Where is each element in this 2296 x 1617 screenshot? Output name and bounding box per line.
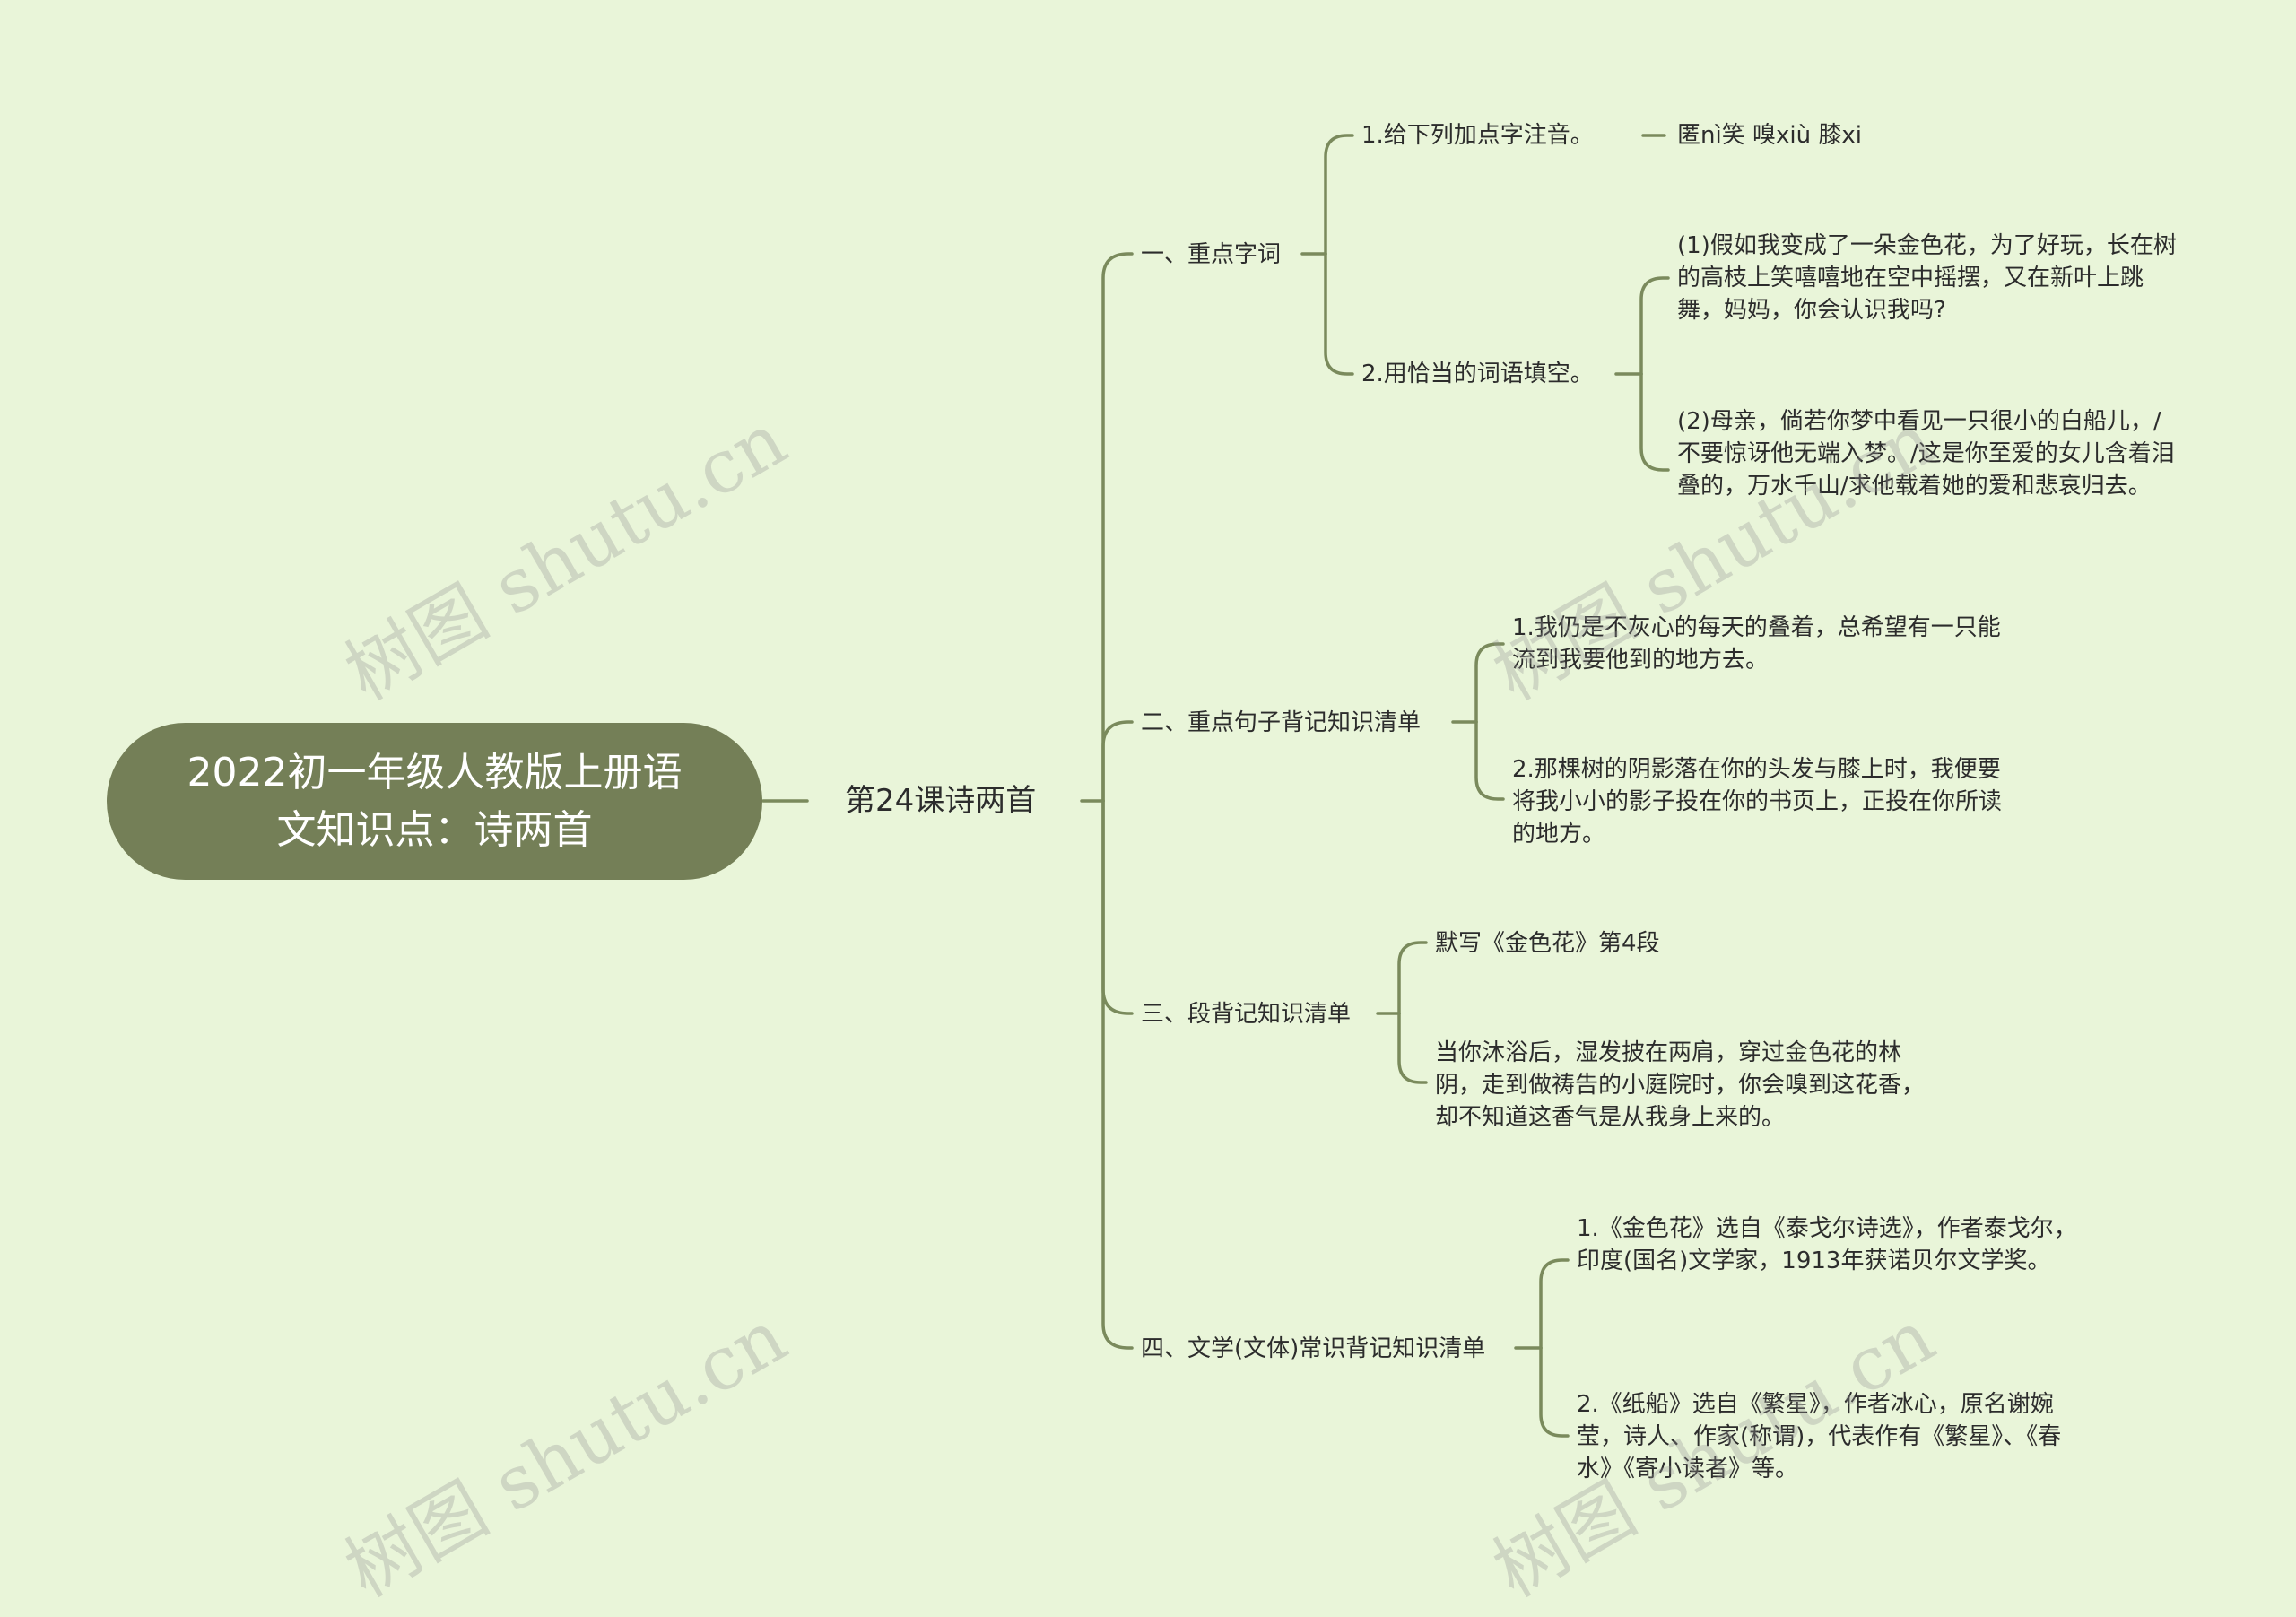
root-title: 2022初一年级人教版上册语文知识点：诗两首 <box>187 749 683 853</box>
section-4-node[interactable]: 四、文学(文体)常识背记知识清单 <box>1141 1335 1486 1362</box>
link-s3-b <box>1397 1012 1428 1084</box>
link-s1-i1 <box>1324 134 1354 256</box>
s1-item-1-node[interactable]: 1.给下列加点字注音。 <box>1361 122 1594 149</box>
s1-item-1-answer-node[interactable]: 匿nì笑 嗅xiù 膝xi <box>1677 122 1862 149</box>
link-s1-i2 <box>1324 252 1354 376</box>
lesson-node[interactable]: 第24课诗两首 <box>845 783 1037 819</box>
link-s2-b <box>1474 720 1505 801</box>
link-s2-a <box>1474 642 1505 724</box>
s1-item-2-sub-1-node[interactable]: (1)假如我变成了一朵金色花，为了好玩，长在树的高枝上笑嘻嘻地在空中摇摆，又在新… <box>1677 232 2177 324</box>
s1-item-2-sub-2-node[interactable]: (2)母亲，倘若你梦中看见一只很小的白船儿，/不要惊讶他无端入梦。/这是你至爱的… <box>1677 408 2175 500</box>
link-s1-i2-a <box>1639 276 1670 376</box>
s1-item-2-node[interactable]: 2.用恰当的词语填空。 <box>1361 361 1594 387</box>
section-2-node[interactable]: 二、重点句子背记知识清单 <box>1141 709 1422 736</box>
s2-item-2-node[interactable]: 2.那棵树的阴影落在你的头发与膝上时，我便要将我小小的影子投在你的书页上，正投在… <box>1512 756 2003 848</box>
link-lesson-s4 <box>1101 799 1134 1350</box>
s4-item-1-node[interactable]: 1.《金色花》选自《泰戈尔诗选》，作者泰戈尔，印度(国名)文学家，1913年获诺… <box>1577 1215 2077 1274</box>
s3-item-2-node[interactable]: 当你沐浴后，湿发披在两肩，穿过金色花的林阴，走到做祷告的小庭院时，你会嗅到这花香… <box>1435 1039 1926 1131</box>
s2-item-1-node[interactable]: 1.我仍是不灰心的每天的叠着，总希望有一只能流到我要他到的地方去。 <box>1512 614 2001 674</box>
link-s4-a <box>1539 1258 1570 1350</box>
link-s4-b <box>1539 1346 1570 1438</box>
link-s1-i2-b <box>1639 372 1670 472</box>
section-3-node[interactable]: 三、段背记知识清单 <box>1141 1001 1352 1028</box>
link-lesson-s2 <box>1101 720 1134 803</box>
s4-item-2-node[interactable]: 2.《纸船》选自《繁星》，作者冰心，原名谢婉莹，诗人、作家(称谓)，代表作有《繁… <box>1577 1391 2062 1482</box>
link-lesson-s1 <box>1101 252 1134 803</box>
root-node[interactable]: 2022初一年级人教版上册语文知识点：诗两首 <box>107 723 762 880</box>
link-s3-a <box>1397 941 1428 1015</box>
s3-item-1-node[interactable]: 默写《金色花》第4段 <box>1435 930 1660 957</box>
link-lesson-s3 <box>1101 799 1134 1015</box>
section-1-node[interactable]: 一、重点字词 <box>1141 241 1282 268</box>
